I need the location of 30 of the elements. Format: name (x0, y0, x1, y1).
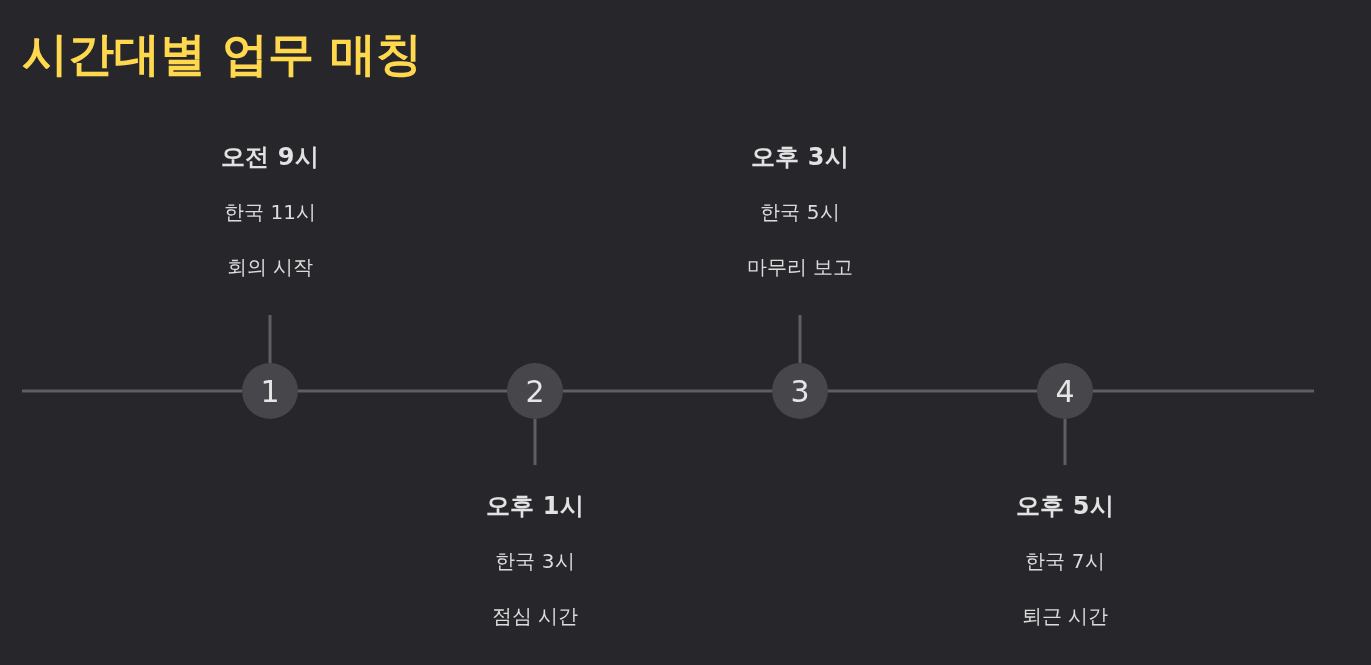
time-heading: 오전 9시 (221, 142, 319, 173)
korea-time: 한국 5시 (760, 199, 840, 226)
task-label: 마무리 보고 (746, 254, 854, 281)
korea-time: 한국 11시 (224, 199, 316, 226)
task-label: 회의 시작 (226, 254, 314, 281)
timeline-line (828, 389, 1037, 393)
connector-stem (798, 315, 802, 363)
step-number: 4 (1055, 373, 1075, 409)
timeline-line (563, 389, 772, 393)
step-circle (507, 363, 563, 419)
task-label: 퇴근 시간 (1021, 603, 1109, 630)
timeline-line (298, 389, 507, 393)
time-heading: 오후 1시 (486, 491, 584, 522)
time-heading: 오후 5시 (1016, 491, 1114, 522)
step-number: 1 (260, 373, 280, 409)
task-label: 점심 시간 (491, 603, 579, 630)
title: 시간대별 업무 매칭 (22, 26, 423, 83)
step-circle (242, 363, 298, 419)
connector-stem (533, 419, 537, 465)
time-heading: 오후 3시 (751, 142, 849, 173)
timeline-line (1093, 389, 1314, 393)
step-circle (772, 363, 828, 419)
connector-stem (268, 315, 272, 363)
step-circle (1037, 363, 1093, 419)
step-number: 3 (790, 373, 810, 409)
timeline-line (22, 389, 242, 393)
korea-time: 한국 7시 (1025, 548, 1105, 575)
korea-time: 한국 3시 (495, 548, 575, 575)
step-number: 2 (525, 373, 545, 409)
connector-stem (1063, 419, 1067, 465)
